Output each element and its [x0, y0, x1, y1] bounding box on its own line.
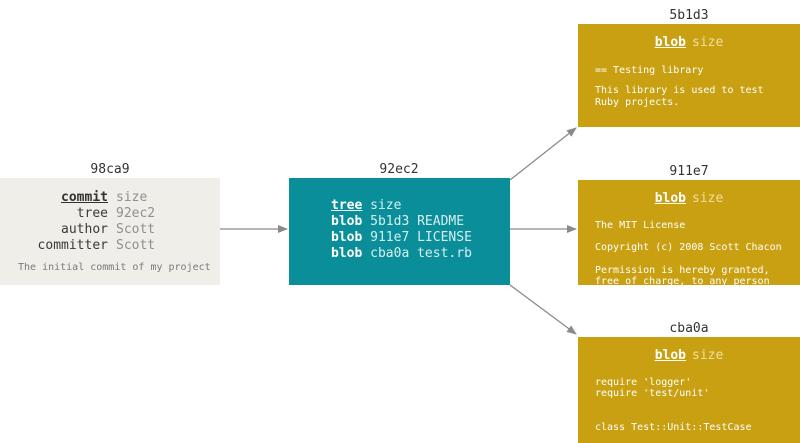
tree-entry-name: test.rb [417, 246, 472, 261]
blob-object-5b1d3[interactable]: blob size == Testing library This library… [578, 24, 800, 127]
tree-entry-name: LICENSE [417, 230, 472, 245]
blob-content-line: free of charge, to any person [595, 276, 770, 285]
commit-hash-label: 98ca9 [90, 162, 130, 177]
tree-entry-type: blob [331, 230, 363, 245]
blob-content-line: class Test::Unit::TestCase [595, 422, 752, 433]
commit-field-value: 92ec2 [116, 206, 156, 221]
commit-message: The initial commit of my project [18, 262, 211, 273]
blob-size-label: size [692, 35, 724, 50]
blob-hash-label: 911e7 [669, 164, 709, 179]
blob-object-911e7[interactable]: blob size The MIT License Copyright (c) 2… [578, 180, 800, 285]
blob-hash-label: cba0a [669, 321, 709, 336]
blob-size-label: size [692, 191, 724, 206]
blob-content-line: require 'test/unit' [595, 388, 710, 399]
commit-field-key: author [61, 222, 108, 237]
tree-entry-type: blob [331, 246, 363, 261]
tree-entry: blob 911e7 LICENSE [331, 230, 472, 246]
blob-object-cba0a[interactable]: blob size require 'logger' require 'test/… [578, 337, 800, 443]
tree-entry-hash: 5b1d3 [370, 214, 410, 229]
blob-hash-label: 5b1d3 [669, 8, 709, 23]
tree-entry: blob cba0a test.rb [331, 246, 472, 262]
blob-content-line: The MIT License [595, 220, 686, 231]
blob-content-line: Ruby projects. [595, 97, 680, 108]
tree-entry-hash: 911e7 [370, 230, 410, 245]
tree-object[interactable]: tree size blob 5b1d3 README blob 911e7 L… [289, 178, 510, 285]
blob-type-label: blob [654, 348, 686, 363]
tree-entry-name: README [417, 214, 465, 229]
commit-field-key: committer [37, 238, 108, 253]
commit-field-key: tree [76, 206, 108, 221]
blob-type-label: blob [654, 35, 686, 50]
tree-entry-type: blob [331, 214, 363, 229]
blob-content-line: Copyright (c) 2008 Scott Chacon [595, 242, 782, 253]
commit-object[interactable]: commit size tree 92ec2 author Scott comm… [0, 178, 220, 285]
blob-content-line: require 'logger' [595, 377, 692, 388]
tree-size-label: size [370, 198, 402, 213]
commit-type-label: commit [61, 190, 108, 205]
commit-field-value: Scott [116, 238, 156, 253]
arrow-tree-to-blob-cba0a [509, 284, 577, 335]
commit-size-label: size [116, 190, 148, 205]
commit-field-value: Scott [116, 222, 156, 237]
blob-type-label: blob [654, 191, 686, 206]
tree-entry-hash: cba0a [370, 246, 410, 261]
tree-entry: blob 5b1d3 README [331, 214, 472, 230]
tree-hash-label: 92ec2 [379, 162, 419, 177]
blob-content-line: == Testing library [595, 65, 704, 76]
tree-type-label: tree [331, 198, 363, 213]
blob-size-label: size [692, 348, 724, 363]
blob-content-line: This library is used to test [595, 85, 764, 96]
arrow-tree-to-blob-5b1d3 [509, 127, 577, 181]
blob-content-line: Permission is hereby granted, [595, 265, 770, 276]
